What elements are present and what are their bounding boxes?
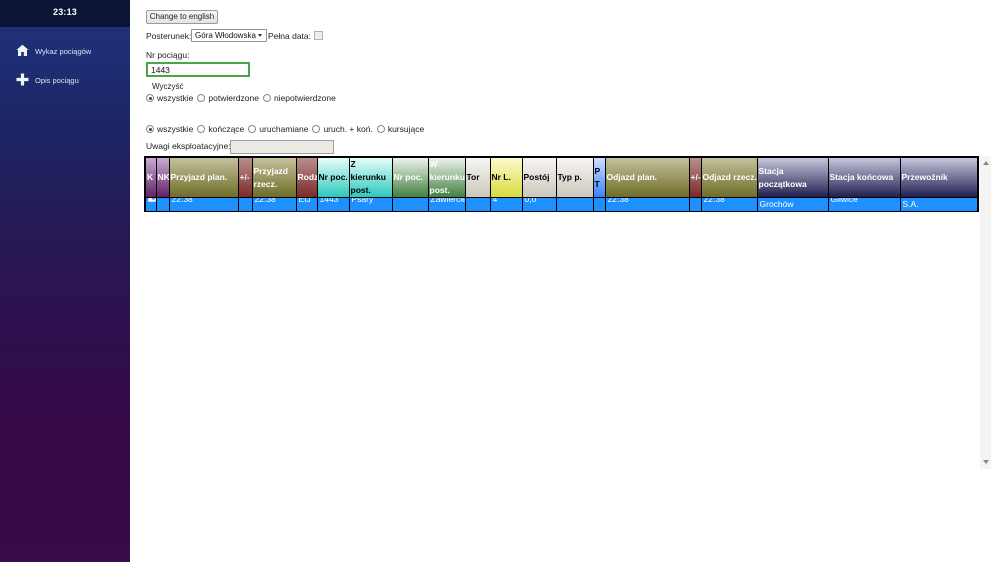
column-header-stacja-ko-cowa: Stacja końcowa (827, 156, 901, 198)
column-header-nk: NK (155, 156, 170, 198)
column-header-k: K (144, 156, 157, 198)
pelna-data-checkbox[interactable] (314, 31, 323, 40)
radio-label[interactable]: wszystkie (157, 124, 194, 134)
table-cell: 22:38 (251, 198, 297, 212)
posterunek-select[interactable]: Góra Włodowska (191, 29, 267, 42)
radio-kursuj-ce[interactable] (376, 125, 385, 133)
main-content: Change to english Posterunek: Góra Włodo… (130, 0, 1000, 562)
radio-niepotwierdzone[interactable] (262, 94, 271, 102)
column-header-stacja-pocz-tkowa: Stacja początkowa (756, 156, 829, 198)
sidebar: 23:13 Wykaz pociągów Opis pociągu (0, 0, 130, 562)
column-header-w-kierunku-post-: W kierunku post. (427, 156, 466, 198)
column-header-odjazd-rzecz-: Odjazd rzecz. (700, 156, 758, 198)
sidebar-item-label: Opis pociągu (35, 76, 79, 85)
column-header-nr-poc-: Nr poc. (316, 156, 350, 198)
column-header-rodz: Rodz (295, 156, 318, 198)
table-cell: Psary (348, 198, 393, 212)
posterunek-label: Posterunek: (146, 31, 192, 41)
column-header--: +/- (688, 156, 702, 198)
table-cell: 4 (489, 198, 523, 212)
wyczysc-button[interactable]: Wyczyść (152, 82, 184, 91)
table-cell (688, 198, 702, 212)
column-header-tor: Tor (464, 156, 491, 198)
column-header-przewo-nik: Przewoźnik (899, 156, 979, 198)
table-cell (155, 198, 170, 212)
radio-label[interactable]: potwierdzone (208, 93, 259, 103)
column-header-przyjazd-plan-: Przyjazd plan. (168, 156, 239, 198)
column-header-post-j: Postój (521, 156, 557, 198)
pelna-data-label: Pełna data: (268, 31, 312, 41)
radio-label[interactable]: niepotwierdzone (273, 93, 336, 103)
table-cell: 22:38 (168, 198, 239, 212)
uwagi-input[interactable] (230, 140, 334, 154)
uwagi-label: Uwagi eksploatacyjne: (146, 141, 231, 151)
radio-wszystkie[interactable] (146, 125, 154, 133)
radio-label[interactable]: kończące (208, 124, 245, 134)
table-cell (144, 198, 157, 212)
table-cell: Gliwice (827, 198, 901, 212)
clock: 23:13 (52, 7, 78, 17)
radio-label[interactable]: wszystkie (157, 93, 194, 103)
table-cell: 0,0 (521, 198, 557, 212)
table-cell: S.A. (899, 198, 979, 212)
posterunek-select-value: Góra Włodowska (195, 31, 256, 40)
column-header-przyjazd-rzecz-: Przyjazd rzecz. (251, 156, 297, 198)
radio-label[interactable]: uruch. + koń. (323, 124, 373, 134)
table-cell: 22:38 (604, 198, 690, 212)
table-cell (391, 198, 429, 212)
nr-pociagu-label: Nr pociągu: (146, 50, 190, 60)
row-checkbox[interactable] (148, 198, 155, 202)
table-cell (237, 198, 253, 212)
sidebar-item-opis-pociagu[interactable]: Opis pociągu (0, 73, 130, 93)
radio-uruchamiane[interactable] (248, 125, 257, 133)
table-cell: 1443 (316, 198, 350, 212)
change-language-button[interactable]: Change to english (146, 10, 218, 24)
table-cell: EIJ (295, 198, 318, 212)
table-cell: Zawiercie (427, 198, 466, 212)
column-header-odjazd-plan-: Odjazd plan. (604, 156, 690, 198)
table-cell: Grochów (756, 198, 829, 212)
column-header-nr-l-: Nr L. (489, 156, 523, 198)
sidebar-header: 23:13 (0, 0, 130, 27)
table-cell (592, 198, 606, 212)
type-radio-group: wszystkie kończące uruchamiane uruch. + koń… (146, 124, 428, 134)
table-cell (555, 198, 594, 212)
column-header-nr-poc-: Nr poc. (391, 156, 429, 198)
table-cell: 22:38 (700, 198, 758, 212)
sidebar-item-label: Wykaz pociągów (35, 47, 92, 56)
sidebar-item-wykaz-pociagow[interactable]: Wykaz pociągów (0, 44, 130, 64)
radio-uruch-ko-[interactable] (312, 125, 321, 133)
chevron-down-icon (258, 34, 262, 37)
radio-label[interactable]: uruchamiane (259, 124, 309, 134)
nr-pociagu-input[interactable] (146, 62, 250, 77)
plus-icon (16, 73, 29, 86)
radio-ko-cz-ce[interactable] (197, 125, 206, 133)
column-header-typ-p-: Typ p. (555, 156, 594, 198)
column-header-p-t: P T (592, 156, 606, 198)
scroll-down-icon[interactable] (982, 460, 989, 464)
column-header--: +/- (237, 156, 253, 198)
confirmation-radio-group: wszystkie potwierdzone niepotwierdzone (146, 93, 340, 103)
scroll-up-icon[interactable] (982, 161, 989, 165)
radio-wszystkie[interactable] (146, 94, 154, 102)
table-cell (464, 198, 491, 212)
column-header-z-kierunku-post-: Z kierunku post. (348, 156, 393, 198)
radio-potwierdzone[interactable] (197, 94, 206, 102)
home-icon (16, 44, 29, 57)
table-scrollbar[interactable] (980, 156, 991, 469)
radio-label[interactable]: kursujące (387, 124, 425, 134)
